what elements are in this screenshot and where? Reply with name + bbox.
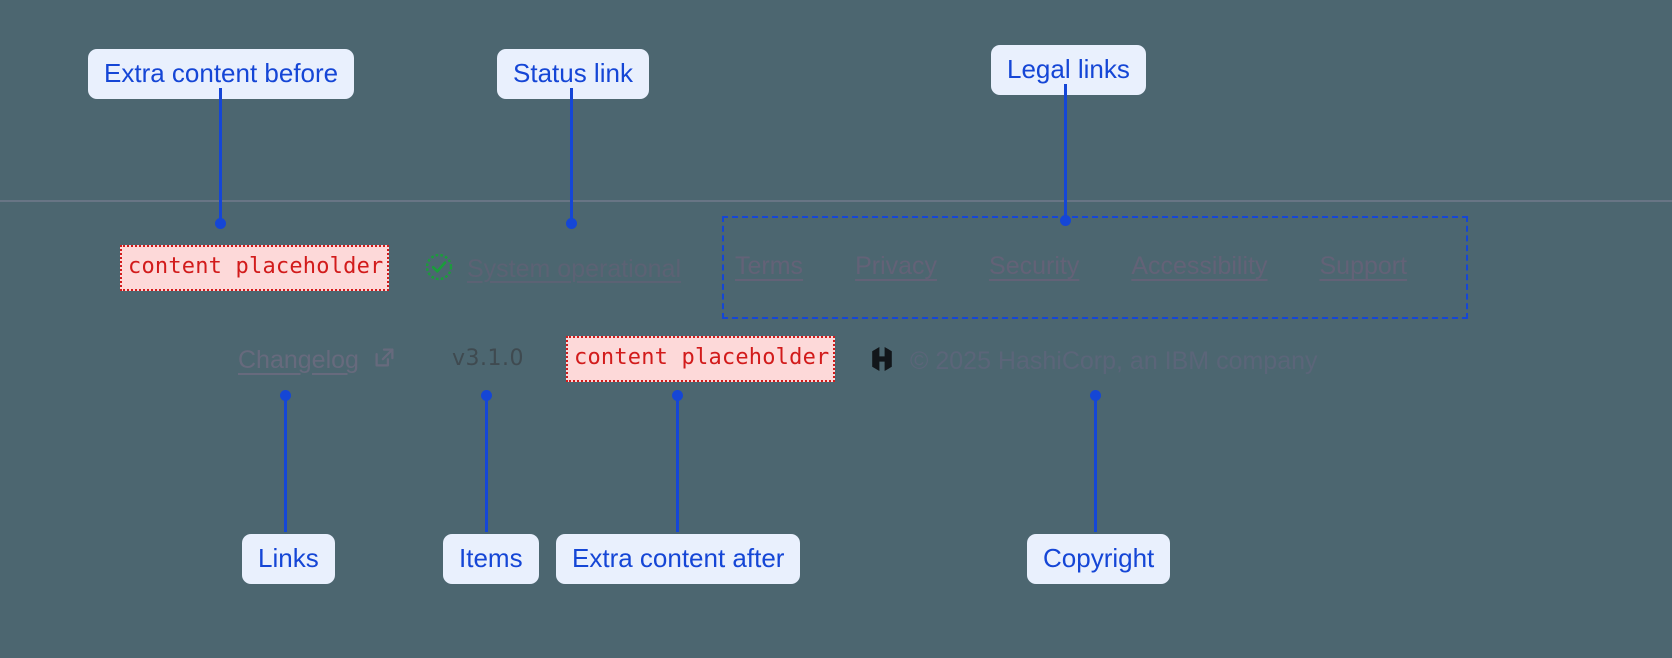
annotation-copyright: Copyright bbox=[1027, 534, 1171, 584]
leader-line bbox=[1064, 84, 1067, 218]
leader-dot bbox=[566, 218, 577, 229]
leader-line bbox=[1094, 400, 1097, 532]
status-link[interactable]: System operational bbox=[424, 252, 681, 287]
leader-line bbox=[570, 88, 573, 222]
extra-content-after-placeholder: content placeholder bbox=[566, 336, 836, 382]
legal-link-privacy[interactable]: Privacy bbox=[855, 252, 938, 280]
copyright-text: © 2025 HashiCorp, an IBM company bbox=[910, 347, 1318, 375]
leader-dot bbox=[672, 390, 683, 401]
legal-link-terms[interactable]: Terms bbox=[735, 252, 804, 280]
legal-link-accessibility[interactable]: Accessibility bbox=[1131, 252, 1268, 280]
leader-dot bbox=[1060, 215, 1071, 226]
annotation-legal-links: Legal links bbox=[991, 45, 1146, 95]
footer-link-changelog[interactable]: Changelog bbox=[238, 344, 398, 376]
status-link-label: System operational bbox=[467, 255, 682, 283]
leader-dot bbox=[481, 390, 492, 401]
leader-dot bbox=[215, 218, 226, 229]
legal-links-list: Terms Privacy Security Accessibility Sup… bbox=[735, 252, 1407, 281]
check-circle-icon bbox=[424, 252, 454, 287]
leader-line bbox=[485, 400, 488, 532]
extra-content-before-placeholder: content placeholder bbox=[120, 245, 390, 291]
footer-item-version: v3.1.0 bbox=[452, 346, 524, 371]
leader-line bbox=[676, 400, 679, 532]
footer-copyright: © 2025 HashiCorp, an IBM company bbox=[868, 344, 1318, 379]
annotation-links: Links bbox=[242, 534, 335, 584]
annotation-extra-content-after: Extra content after bbox=[556, 534, 801, 584]
footer-link-label: Changelog bbox=[238, 345, 359, 374]
annotation-items: Items bbox=[443, 534, 539, 584]
leader-line bbox=[284, 400, 287, 532]
leader-dot bbox=[280, 390, 291, 401]
external-link-icon bbox=[371, 344, 398, 376]
leader-dot bbox=[1090, 390, 1101, 401]
legal-link-support[interactable]: Support bbox=[1319, 252, 1408, 280]
hashicorp-logo bbox=[868, 344, 896, 379]
legal-links-highlight-region bbox=[722, 216, 1468, 319]
footer-top-divider bbox=[0, 200, 1672, 202]
legal-link-security[interactable]: Security bbox=[989, 252, 1080, 280]
leader-line bbox=[219, 88, 222, 222]
